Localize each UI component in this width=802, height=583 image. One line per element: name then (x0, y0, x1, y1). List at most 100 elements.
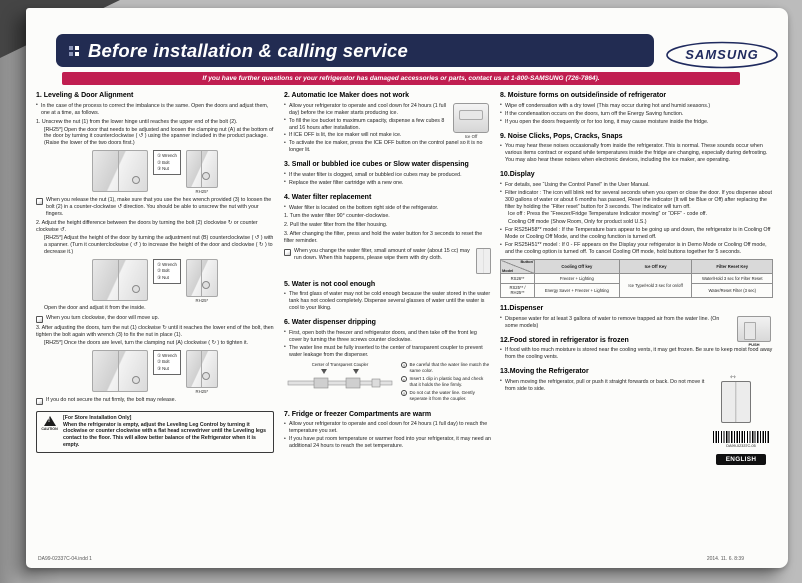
section-leveling-door-alignment: 1. Leveling & Door Alignment In the case… (36, 92, 274, 454)
bullet: When moving the refrigerator, pull or pu… (500, 378, 707, 393)
section-10-heading: 10.Display (500, 171, 535, 178)
step-1-text: 1. Unscrew the nut (1) from the lower hi… (36, 118, 238, 125)
figure-rh25-wrap: RH25* (185, 259, 218, 303)
section-display: 10.Display For details, see “Using the C… (500, 171, 773, 299)
caution-triangle-icon (43, 415, 56, 426)
section-noise: 9. Noise Clicks, Pops, Cracks, Snaps You… (500, 133, 773, 165)
bullet: If food with too much moisture is stored… (500, 347, 773, 361)
hand-note-icon (36, 397, 43, 405)
bullet: To fill the ice bucket to maximum capaci… (284, 117, 491, 132)
coupler-sketch (287, 368, 393, 389)
section-1-heading: 1. Leveling & Door Alignment (36, 92, 134, 99)
label-wrench: ① Wrench (157, 261, 177, 267)
bullet: If the condensation occurs on the doors,… (500, 110, 773, 118)
step-2-rh25-note: [RH25*] Adjust the height of the door by… (44, 235, 274, 256)
page-header: Before installation & calling service (56, 34, 654, 67)
col-ice-off-key: Ice Off Key (618, 259, 693, 275)
label-nut: ③ Nut (157, 166, 169, 172)
section-compartments-warm: 7. Fridge or freezer Compartments are wa… (284, 411, 491, 450)
corner-model-label: Model (502, 267, 514, 273)
moving-refrigerator-figure (721, 373, 751, 423)
bullet: Allow your refrigerator to operate and c… (284, 102, 491, 117)
column-3: 8. Moisture forms on outside/inside of r… (500, 92, 773, 472)
bullet: If ICE OFF is lit, the ice maker will no… (284, 132, 491, 139)
step-1-rh25-note: [RH25*] Open the door that needs to be a… (44, 126, 274, 147)
door-hinge-figure (92, 350, 149, 393)
section-8-heading: 8. Moisture forms on outside/inside of r… (500, 92, 667, 99)
corner-button-label: Button (520, 259, 533, 265)
bullet: If the water filter is clogged, small or… (284, 171, 491, 179)
coupler-label: Center of Transparent Coupler (311, 361, 369, 367)
coupler-note-2: • Insert 1 clip in plastic bag and check… (401, 376, 491, 388)
section-water-not-cool: 5. Water is not cool enough The first gl… (284, 281, 491, 313)
caution-icon-column: CAUTION (41, 415, 58, 449)
section-13-heading: 13.Moving the Refrigerator (500, 368, 589, 376)
figure-caption: RH25* (195, 389, 209, 395)
column-2: 2. Automatic Ice Maker does not work Ice… (284, 92, 491, 457)
moving-refrigerator-wrap: When moving the refrigerator, pull or pu… (500, 373, 773, 465)
section-small-bubbled-ice: 3. Small or bubbled ice cubes or Slow wa… (284, 161, 491, 187)
hand-note-icon (284, 248, 291, 256)
hand-note-2: When you turn clockwise, the door will m… (36, 315, 274, 323)
cell-filter: Water/Reset Filter (3 sec) (691, 282, 773, 299)
label-nut: ③ Nut (157, 275, 169, 281)
hand-note-1: When you release the nut (1), make sure … (36, 197, 274, 218)
table-header-row: Button Model Cooling Off key Ice Off Key… (500, 259, 773, 275)
figure-row-1: ① Wrench ② Bolt ③ Nut RH25* (36, 150, 274, 194)
section-1-intro: In the case of the process to correct th… (36, 102, 274, 117)
display-cooling-off-note: Cooling Off mode (Show Room, Only for pr… (508, 219, 647, 226)
figure-caption: RH25* (195, 189, 209, 195)
coupler-notes: ! Be careful that the water line match t… (401, 362, 491, 404)
coupler-note-1: ! Be careful that the water line match t… (401, 362, 491, 374)
section-7-heading: 7. Fridge or freezer Compartments are wa… (284, 410, 432, 418)
section-moisture: 8. Moisture forms on outside/inside of r… (500, 92, 773, 126)
bullet: Filter indicator : The icon will blink r… (500, 189, 773, 211)
note-2-text: When you turn clockwise, the door will m… (46, 314, 160, 321)
cell-filter: Water/Hold 3 sec for Filter Reset (691, 273, 773, 284)
bullet: First, open both the freezer and refrige… (284, 329, 491, 344)
bullet: Dispense water for at least 3 gallons of… (500, 315, 773, 330)
display-key-table: Button Model Cooling Off key Ice Off Key… (500, 259, 773, 299)
bullet: Replace the water filter cartridge with … (284, 179, 491, 187)
door-hinge-figure-rh25 (185, 350, 218, 389)
section-dispenser: 11.Dispenser PUSH Dispense water for at … (500, 305, 773, 347)
refrigerator-mini-figure (476, 247, 491, 274)
section-9-heading: 9. Noise Clicks, Pops, Cracks, Snaps (500, 132, 623, 140)
header-columns-icon (69, 45, 79, 56)
label-nut: ③ Nut (157, 366, 169, 372)
col-cooling-off-key: Cooling Off key (534, 259, 620, 275)
water-line-coupler-figure: Center of Transparent Coupler (284, 362, 396, 404)
barcode (713, 430, 769, 443)
filter-note: When you change the water filter, small … (284, 247, 491, 274)
samsung-logo-text: SAMSUNG (685, 47, 758, 62)
language-badge: ENGLISH (715, 453, 767, 465)
step-2-text: 2. Adjust the height difference between … (36, 220, 258, 234)
warning-icon: • (401, 376, 407, 383)
label-bolt: ② Bolt (157, 159, 170, 165)
figure-label-box: ① Wrench ② Bolt ③ Nut (153, 350, 181, 376)
section-2-heading: 2. Automatic Ice Maker does not work (284, 92, 409, 99)
caution-label: CAUTION (41, 426, 58, 431)
note-3-text: If you do not secure the nut firmly, the… (46, 396, 177, 403)
bullet: Wipe off condensation with a dry towel (… (500, 102, 773, 110)
filter-step-3: 3. After changing the filter, press and … (284, 231, 483, 245)
filter-note-text: When you change the water filter, small … (294, 247, 470, 261)
coupler-diagram-row: Center of Transparent Coupler ! (284, 362, 491, 404)
section-food-frozen: 12.Food stored in refrigerator is frozen… (500, 337, 773, 362)
bullet: For RS25H51** model : If 0 - FF appears … (500, 242, 773, 256)
caution-text: When the refrigerator is empty, adjust t… (63, 421, 266, 449)
label-wrench: ① Wrench (157, 152, 177, 158)
figure-row-3: ① Wrench ② Bolt ③ Nut RH25* (36, 350, 274, 394)
cell-model: RS25** / RH25** (500, 282, 535, 299)
section-5-heading: 5. Water is not cool enough (284, 280, 376, 288)
cell-cooling: Energy Saver + Freezer + Lighting (534, 282, 620, 299)
col-filter-reset-key: Filter Reset Key (691, 259, 773, 275)
hand-note-icon (36, 197, 43, 205)
step-3-rh25-note: [RH25*] Once the doors are level, turn t… (44, 340, 249, 347)
samsung-logo: SAMSUNG (664, 41, 780, 69)
warning-icon: ! (401, 362, 407, 369)
bullet: For RS25H58** model : If the Temperature… (500, 227, 773, 241)
bullet: If you have put room temperature or warm… (284, 436, 491, 450)
section-12-heading: 12.Food stored in refrigerator is frozen (500, 336, 629, 344)
contact-banner: If you have further questions or your re… (62, 72, 740, 85)
